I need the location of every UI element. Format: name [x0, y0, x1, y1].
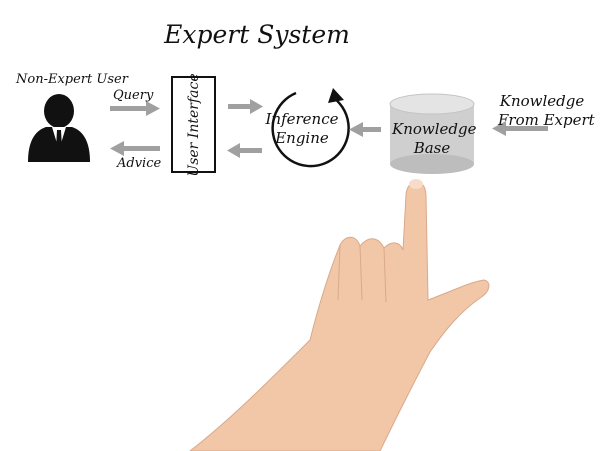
query-label: Query	[113, 88, 154, 103]
non-expert-user-label: Non-Expert User	[16, 72, 128, 87]
knowledge-from-expert-line2: From Expert	[498, 110, 595, 129]
query-arrow	[110, 101, 160, 116]
knowledge-from-expert-label: Knowledge From Expert	[498, 92, 595, 130]
user-interface-label: User Interface	[185, 72, 202, 177]
knowledge-base-line1: Knowledge	[392, 120, 477, 138]
inference-engine-line2: Engine	[275, 128, 329, 147]
kb-to-engine-arrow	[349, 122, 381, 137]
knowledge-base-label: Knowledge Base	[392, 120, 477, 158]
inference-engine-line1: Inference	[265, 110, 339, 128]
engine-to-ui-arrow	[227, 143, 262, 158]
pointing-hand-image	[189, 179, 490, 451]
expert-to-kb-arrow	[492, 121, 548, 136]
inference-engine-label: Inference Engine	[262, 110, 342, 148]
advice-label: Advice	[117, 156, 162, 171]
inference-engine-cycle	[271, 88, 350, 168]
user-interface-box: User Interface	[171, 72, 216, 177]
user-icon	[28, 94, 90, 162]
knowledge-base-cylinder	[389, 93, 475, 174]
knowledge-base-line2: Base	[413, 138, 451, 157]
diagram-title: Expert System	[164, 20, 350, 49]
ui-to-engine-arrow	[228, 99, 263, 114]
knowledge-from-expert-line1: Knowledge	[499, 92, 585, 110]
advice-arrow	[110, 141, 160, 156]
